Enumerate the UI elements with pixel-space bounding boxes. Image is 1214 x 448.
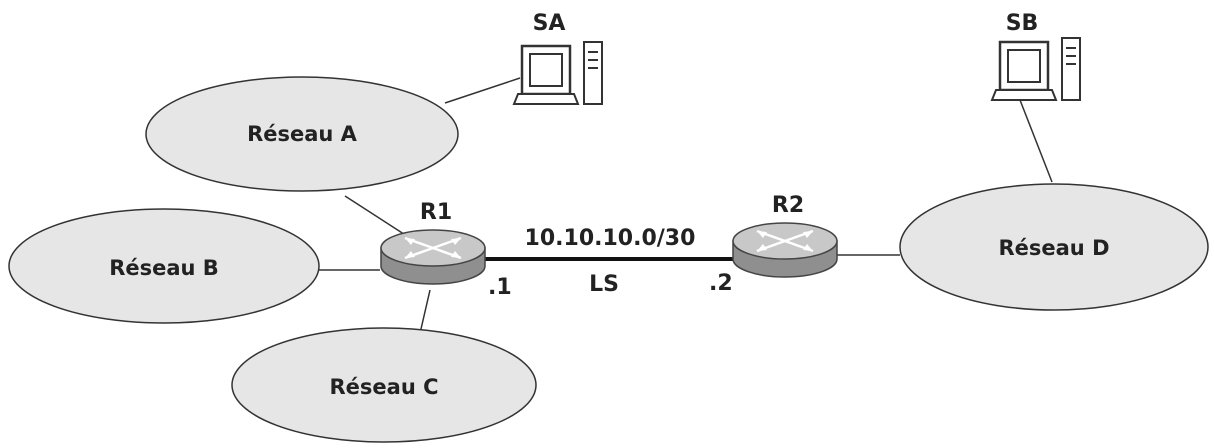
link-name-label: LS [589,272,619,297]
network-a-label: Réseau A [247,122,358,146]
host-sb: SB [990,11,1082,102]
r2-interface-label: .2 [709,271,733,296]
router-r1: R1 .1 [379,200,512,300]
link-net-a-sa [444,77,521,104]
desktop-computer-icon [990,36,1082,102]
host-sb-label: SB [1006,11,1039,36]
network-d-label: Réseau D [998,236,1109,260]
network-d: Réseau D [899,183,1209,311]
host-sa-label: SA [533,11,566,36]
network-b: Réseau B [8,208,320,324]
link-sb-net-d [1019,99,1053,183]
router-r2: R2 .2 [709,193,839,296]
desktop-computer-icon [512,40,604,106]
network-b-label: Réseau B [109,256,219,280]
router-icon [731,221,839,279]
link-subnet-label: 10.10.10.0/30 [525,226,696,251]
router-r2-label: R2 [772,193,804,218]
router-icon [379,228,487,286]
link-net-a-r1 [344,195,411,239]
router-r1-label: R1 [420,200,452,225]
r1-interface-label: .1 [488,275,512,300]
network-c-label: Réseau C [330,375,439,399]
network-a: Réseau A [145,76,459,192]
network-c: Réseau C [231,327,537,443]
host-sa: SA [512,11,604,106]
